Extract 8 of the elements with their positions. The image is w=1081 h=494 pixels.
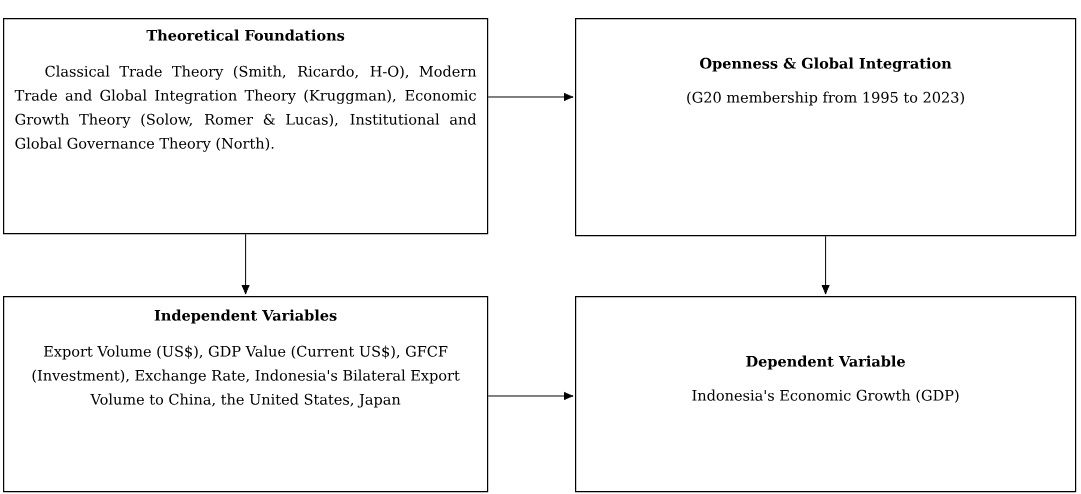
text-box: Openness & Global Integration (G20 membership from 1995 to 2023) xyxy=(575,18,1077,237)
arrow xyxy=(821,235,830,295)
text-box: Independent Variables Export Volume (US$), GDP Value (Current US$), GFCF (Investment), Exchange Rate, Indonesia's Bilateral Export Volume to China, the United States, Japan xyxy=(3,296,489,493)
text-box: Dependent Variable Indonesia's Economic Growth (GDP) xyxy=(575,296,1077,493)
arrow xyxy=(487,92,574,102)
arrow xyxy=(241,233,250,295)
text-box: Theoretical Foundations Classical Trade Theory (Smith, Ricardo, H-O), Modern Trade and Global Integration Theory (Kruggman), Economic Growth Theory (Solow, Romer & Lucas), Institutional and Global Governance Theory (North). xyxy=(3,18,489,235)
arrow xyxy=(487,391,574,401)
